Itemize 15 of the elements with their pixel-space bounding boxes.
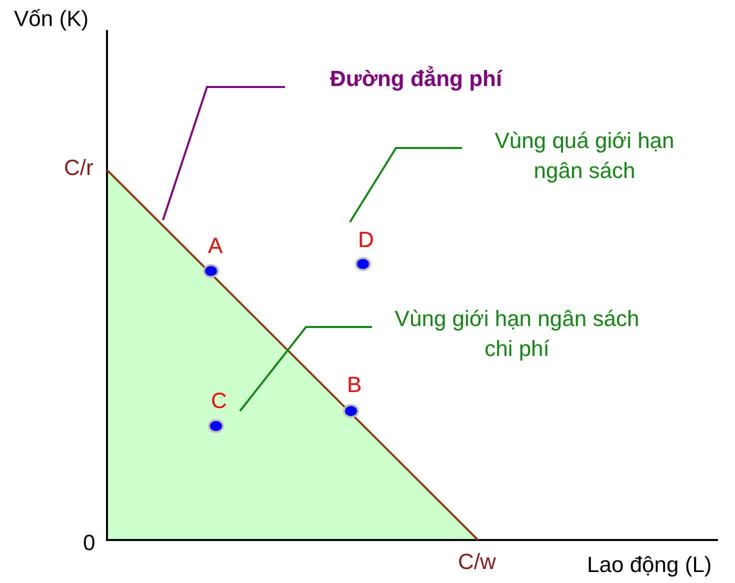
point-label: A [208,233,223,259]
axis-value: C/r [64,155,94,181]
region-label: Vùng giới hạn ngân sách chi phí [394,305,640,363]
axis-label: Lao động (L) [587,552,712,578]
axis-label: Vốn (K) [14,6,89,32]
axis-value: 0 [83,530,96,556]
axis-value: C/w [458,549,496,575]
curve-label: Đường đẳng phí [330,65,504,93]
point-label: B [347,372,362,398]
leader-line [239,326,372,412]
point-label: D [358,227,374,253]
point-label: C [211,388,227,414]
leader-line [162,86,285,220]
region-label: Vùng quá giới hạn ngân sách [494,127,676,185]
leader-line [349,147,462,223]
